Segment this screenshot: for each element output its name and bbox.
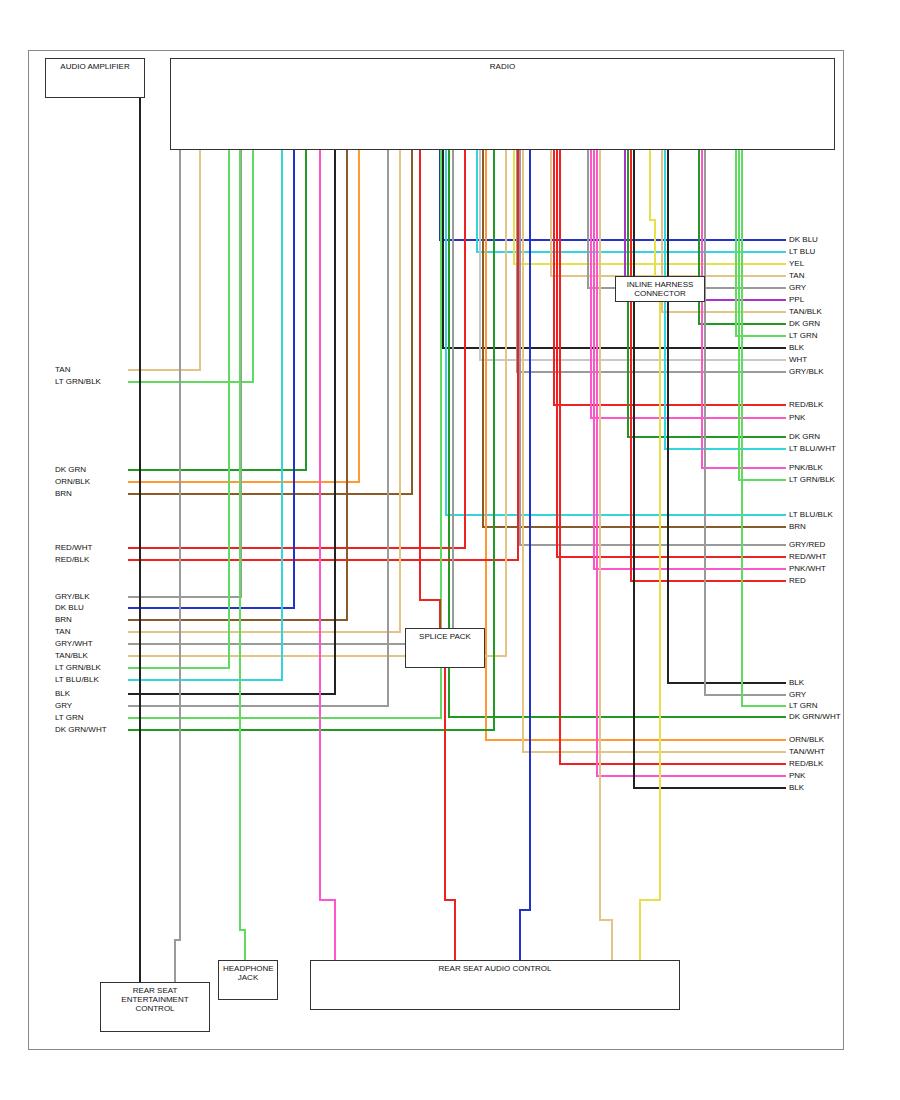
wire-color: DK BLU xyxy=(788,235,819,244)
wire-color: PNK/BLK xyxy=(788,463,824,472)
wire-color: LT BLU xyxy=(788,247,816,256)
wire-color: BRN xyxy=(788,522,807,531)
wire-color: LT GRN xyxy=(788,701,819,710)
wire-color: GRY/RED xyxy=(788,540,826,549)
wire-connector xyxy=(520,150,530,960)
wire-color: DK GRN/WHT xyxy=(788,712,842,721)
wire-color: TAN xyxy=(54,627,71,636)
wire-color: RED/BLK xyxy=(54,555,90,564)
wire-color: BLK xyxy=(54,689,71,698)
wire-connector xyxy=(139,98,141,982)
wire-color: PNK/WHT xyxy=(788,564,827,573)
wire-color: RED xyxy=(788,576,807,585)
component-box: RADIO xyxy=(170,58,835,150)
wire-color: BLK xyxy=(788,678,805,687)
wire-color: LT BLU/WHT xyxy=(788,444,837,453)
component-name: REAR SEAT AUDIO CONTROL xyxy=(315,964,675,973)
wire-connector xyxy=(640,302,660,960)
wire-connector xyxy=(420,150,440,628)
component-box: REAR SEAT AUDIO CONTROL xyxy=(310,960,680,1010)
wire-color: LT GRN/BLK xyxy=(54,663,102,672)
wire-color: GRY xyxy=(54,701,73,710)
wire-color: PNK xyxy=(788,771,806,780)
wire-color: BLK xyxy=(788,343,805,352)
wire-connector xyxy=(175,150,180,982)
wire-color: GRY xyxy=(788,690,807,699)
component-box: INLINE HARNESS CONNECTOR xyxy=(615,276,705,302)
wire-color: TAN/BLK xyxy=(54,651,89,660)
component-name: RADIO xyxy=(175,62,830,71)
component-box: HEADPHONE JACK xyxy=(218,960,278,1000)
component-name: SPLICE PACK xyxy=(410,632,480,641)
wire-color: YEL xyxy=(788,259,805,268)
component-box: AUDIO AMPLIFIER xyxy=(45,58,145,98)
component-name: HEADPHONE JACK xyxy=(223,964,273,982)
wire-color: DK BLU xyxy=(54,603,85,612)
wire-connector xyxy=(600,150,612,960)
wire-color: ORN/BLK xyxy=(54,477,91,486)
wire-color: TAN/BLK xyxy=(788,307,823,316)
wire-color: DK GRN/WHT xyxy=(54,725,108,734)
wire-color: BLK xyxy=(788,783,805,792)
wire-color: BRN xyxy=(54,489,73,498)
wire-color: GRY/BLK xyxy=(788,367,825,376)
wire-color: RED/BLK xyxy=(788,400,824,409)
wire-color: WHT xyxy=(788,355,808,364)
component-box: REAR SEAT ENTERTAINMENT CONTROL xyxy=(100,982,210,1032)
wire-color: RED/WHT xyxy=(54,543,93,552)
diagram-frame xyxy=(28,50,844,1050)
wire-color: LT BLU/BLK xyxy=(54,675,100,684)
wire-color: TAN/WHT xyxy=(788,747,826,756)
wire-color: LT GRN/BLK xyxy=(54,377,102,386)
wire-color: BRN xyxy=(54,615,73,624)
wire-color: RED/BLK xyxy=(788,759,824,768)
wire-color: TAN xyxy=(788,271,805,280)
wire-color: DK GRN xyxy=(788,432,821,441)
wire-color: LT BLU/BLK xyxy=(788,510,834,519)
wire-connector xyxy=(240,150,245,960)
wire-color: DK GRN xyxy=(788,319,821,328)
wire-color: LT GRN/BLK xyxy=(788,475,836,484)
wire-color: ORN/BLK xyxy=(788,735,825,744)
wire-color: GRY xyxy=(788,283,807,292)
wire-color: PPL xyxy=(788,295,805,304)
wire-color: DK GRN xyxy=(54,465,87,474)
wire-connector xyxy=(320,150,335,960)
component-name: INLINE HARNESS CONNECTOR xyxy=(620,280,700,298)
wire-color: GRY/WHT xyxy=(54,639,94,648)
component-name: REAR SEAT ENTERTAINMENT CONTROL xyxy=(105,986,205,1013)
wire-color: TAN xyxy=(54,365,71,374)
component-name: AUDIO AMPLIFIER xyxy=(50,62,140,71)
wire-color: RED/WHT xyxy=(788,552,827,561)
wire-color: GRY/BLK xyxy=(54,592,91,601)
wire-color: PNK xyxy=(788,413,806,422)
wire-connector xyxy=(650,150,655,276)
wire-connector xyxy=(445,668,455,960)
wire-color: LT GRN xyxy=(788,331,819,340)
component-box: SPLICE PACK xyxy=(405,628,485,668)
wire-color: LT GRN xyxy=(54,713,85,722)
